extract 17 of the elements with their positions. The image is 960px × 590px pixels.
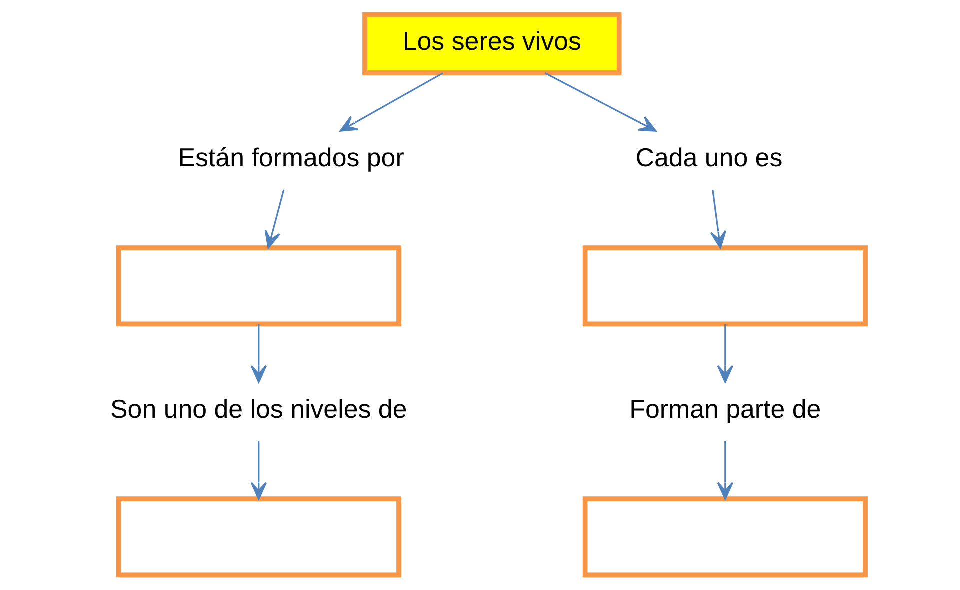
node-text: Están formados por (178, 144, 404, 173)
node-box (116, 246, 402, 327)
arrow (710, 190, 726, 249)
arrow (250, 441, 267, 500)
node-text: Forman parte de (630, 396, 822, 424)
arrow (250, 324, 267, 384)
node-text: Cada uno es (636, 144, 783, 173)
arrow (264, 190, 285, 249)
node-text: Son uno de los niveles de (110, 396, 408, 424)
arrow (544, 72, 657, 132)
arrow (717, 324, 734, 384)
arrow (717, 441, 734, 500)
node-box: Los seres vivos (362, 12, 622, 76)
node-box (116, 496, 402, 578)
node-box (582, 246, 868, 327)
arrow (340, 72, 444, 132)
node-box (582, 496, 868, 578)
